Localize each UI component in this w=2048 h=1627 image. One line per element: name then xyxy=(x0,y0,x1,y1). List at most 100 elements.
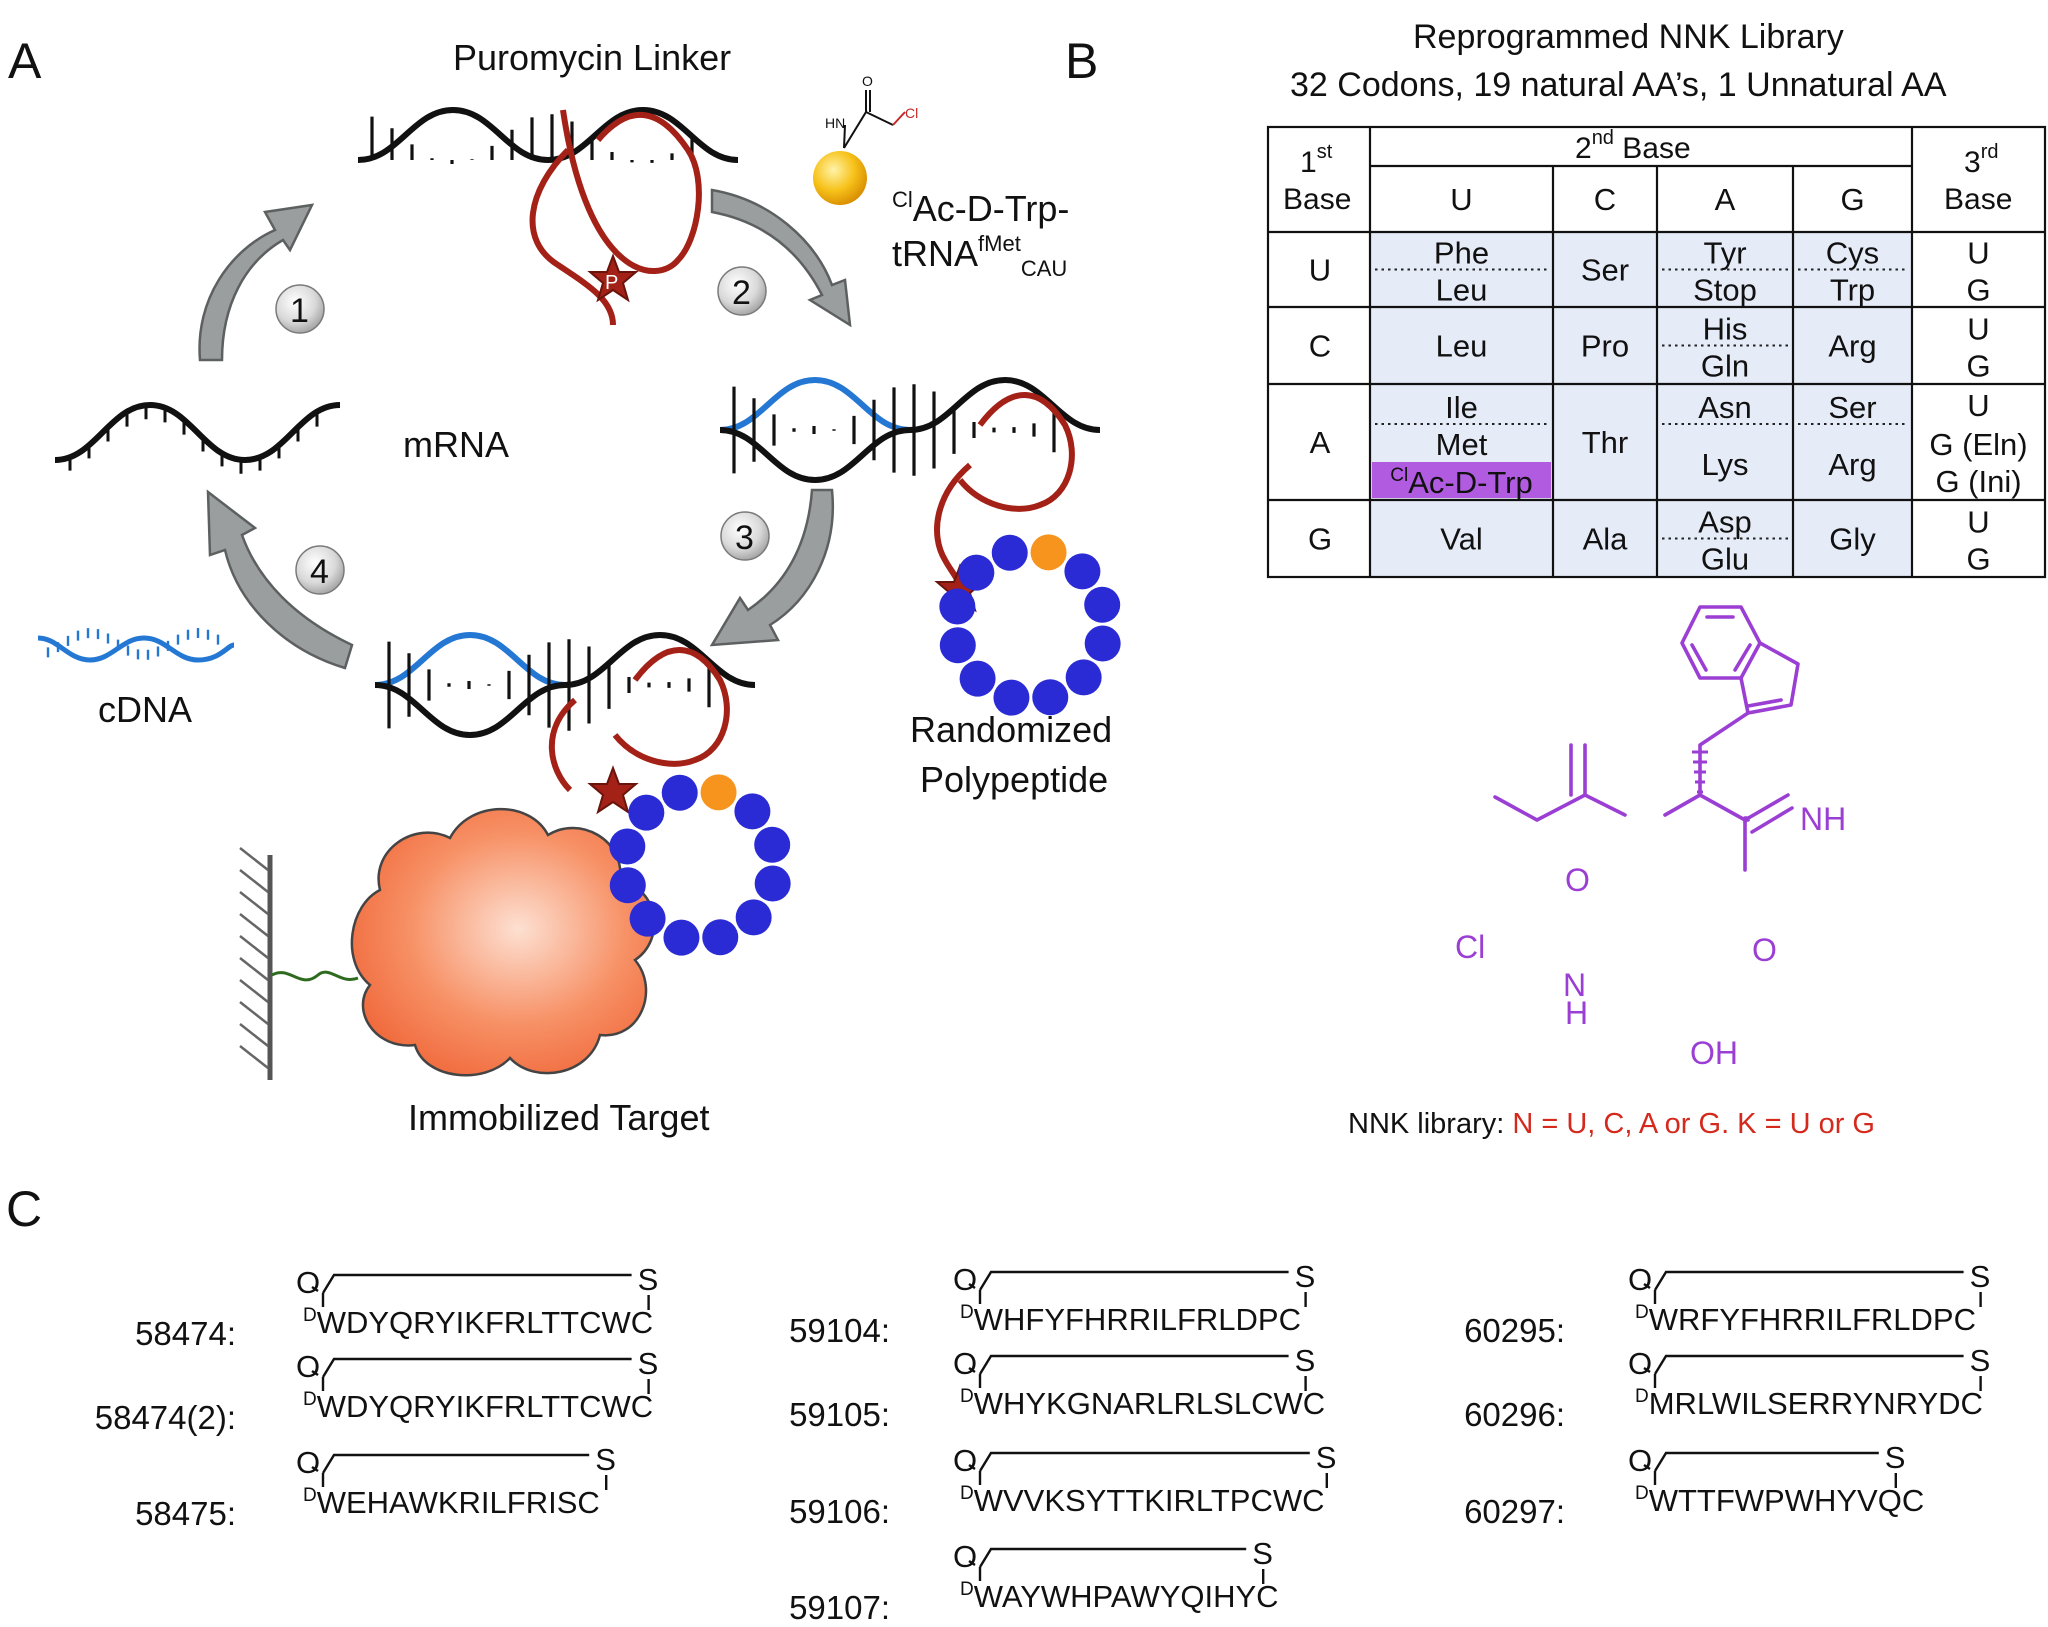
amino-acid: Ser xyxy=(1581,253,1629,288)
third-base: G xyxy=(1966,349,1990,384)
unnatural-aa-cell xyxy=(1372,462,1551,498)
mrna-strand xyxy=(54,401,341,474)
amino-acid: Asp xyxy=(1698,505,1751,540)
library-subtitle: 32 Codons, 19 natural AA’s, 1 Unnatural … xyxy=(1290,66,1947,104)
amino-acid: Cys xyxy=(1826,236,1879,271)
codon-cell xyxy=(1553,307,1657,384)
thioether-bridge xyxy=(978,1354,1289,1375)
trna-line1: ClAc-D-Trp- xyxy=(892,187,1069,229)
surface-hatch xyxy=(239,913,269,937)
step-arrow-1 xyxy=(198,203,315,362)
unnatural-residue-bead xyxy=(1030,534,1067,571)
carbonyl-o: O xyxy=(1628,1443,1652,1478)
amino-acid: Leu xyxy=(1436,273,1488,308)
step-badge-4: 4 xyxy=(295,545,345,595)
thioether-bridge xyxy=(1653,1451,1879,1472)
third-base: U xyxy=(1967,505,1989,540)
residue-bead xyxy=(754,865,791,902)
third-base: U xyxy=(1967,312,1989,347)
trna-bead: HN O Cl xyxy=(813,73,918,205)
peptide-id: 60295: xyxy=(1464,1312,1565,1349)
surface-hatch xyxy=(239,935,269,959)
bond xyxy=(968,1464,976,1470)
amino-acid: Arg xyxy=(1828,329,1876,364)
residue-bead xyxy=(629,900,666,937)
randomized-label-line1: Randomized xyxy=(910,709,1112,750)
cdna-strand xyxy=(37,628,235,663)
third-base: U xyxy=(1967,388,1989,423)
residue-bead xyxy=(754,826,791,863)
residue-bead xyxy=(939,627,976,664)
peptide-sequence: DWDYQRYIKFRLTTCWC xyxy=(303,1389,653,1424)
unnatural-residue-bead xyxy=(700,774,737,811)
peptide-id: 59106: xyxy=(789,1493,890,1530)
bound-peptide-ring xyxy=(609,774,791,956)
peptide-id: 59107: xyxy=(789,1589,890,1626)
second-base-col-C: C xyxy=(1594,182,1616,217)
sulfur-s: S xyxy=(1970,1343,1991,1378)
sulfur-s: S xyxy=(595,1442,616,1477)
step-badge-3: 3 xyxy=(720,511,770,561)
amino-acid: Tyr xyxy=(1703,236,1746,271)
codon-cell xyxy=(1793,384,1912,500)
third-base-header-word: Base xyxy=(1944,183,2012,216)
amino-acid: Glu xyxy=(1701,542,1749,577)
sulfur-s: S xyxy=(1295,1259,1316,1294)
first-base-U: U xyxy=(1309,253,1331,288)
residue-bead xyxy=(1065,659,1102,696)
codon-cell xyxy=(1370,500,1553,577)
bond xyxy=(968,1560,976,1566)
target-protein xyxy=(350,807,656,1077)
thioether-bridge xyxy=(321,1357,632,1378)
residue-bead xyxy=(1084,625,1121,662)
carbonyl-o: O xyxy=(1628,1346,1652,1381)
puromycin-star: P xyxy=(587,253,639,303)
residue-bead xyxy=(993,679,1030,716)
residue-bead xyxy=(663,919,700,956)
residue-bead xyxy=(991,534,1028,571)
amino-acid: Arg xyxy=(1828,447,1876,482)
carbonyl-o: O xyxy=(1628,1262,1652,1297)
residue-bead xyxy=(1064,553,1101,590)
svg-text:Cl: Cl xyxy=(905,105,918,121)
puromycin-linker-label: Puromycin Linker xyxy=(453,37,731,78)
amino-acid: Phe xyxy=(1434,236,1489,271)
carbonyl-o: O xyxy=(296,1445,320,1480)
third-base-header: 3rd xyxy=(1964,141,1998,179)
carbonyl-o: O xyxy=(296,1349,320,1384)
immobilized-target-label: Immobilized Target xyxy=(408,1097,709,1138)
svg-text:O: O xyxy=(1752,932,1777,968)
peptide-sequence: DWVVKSYTTKIRLTPCWC xyxy=(960,1483,1325,1518)
second-base-col-A: A xyxy=(1715,182,1736,217)
amino-acid: Ile xyxy=(1445,390,1478,425)
third-base: G xyxy=(1966,273,1990,308)
svg-text:4: 4 xyxy=(310,553,329,591)
peptide-sequence: DWRFYFHRRILFRLDPC xyxy=(1635,1302,1976,1337)
codon-cell xyxy=(1553,232,1657,307)
svg-text:Cl: Cl xyxy=(1455,929,1485,965)
codon-cell xyxy=(1657,307,1793,384)
surface-hatch xyxy=(239,869,269,893)
bond xyxy=(311,1286,319,1292)
residue-bead xyxy=(609,867,646,904)
randomized-label-line2: Polypeptide xyxy=(920,759,1108,800)
residue-bead xyxy=(628,794,665,831)
amino-acid: Trp xyxy=(1830,273,1875,308)
black-strand-2 xyxy=(358,160,643,210)
thioether-bridge xyxy=(978,1270,1289,1291)
black-strand-1 xyxy=(357,106,739,164)
bond xyxy=(968,1367,976,1373)
third-base: U xyxy=(1967,236,1989,271)
peptide-sequence: DWEHAWKRILFRISC xyxy=(303,1485,600,1520)
third-base: G (Ini) xyxy=(1935,464,2021,499)
first-base-header: 1st xyxy=(1300,141,1333,179)
peptide-sequence: DWAYWHPAWYQIHYC xyxy=(960,1579,1279,1614)
residue-bead xyxy=(609,828,646,865)
codon-cell xyxy=(1657,384,1793,500)
